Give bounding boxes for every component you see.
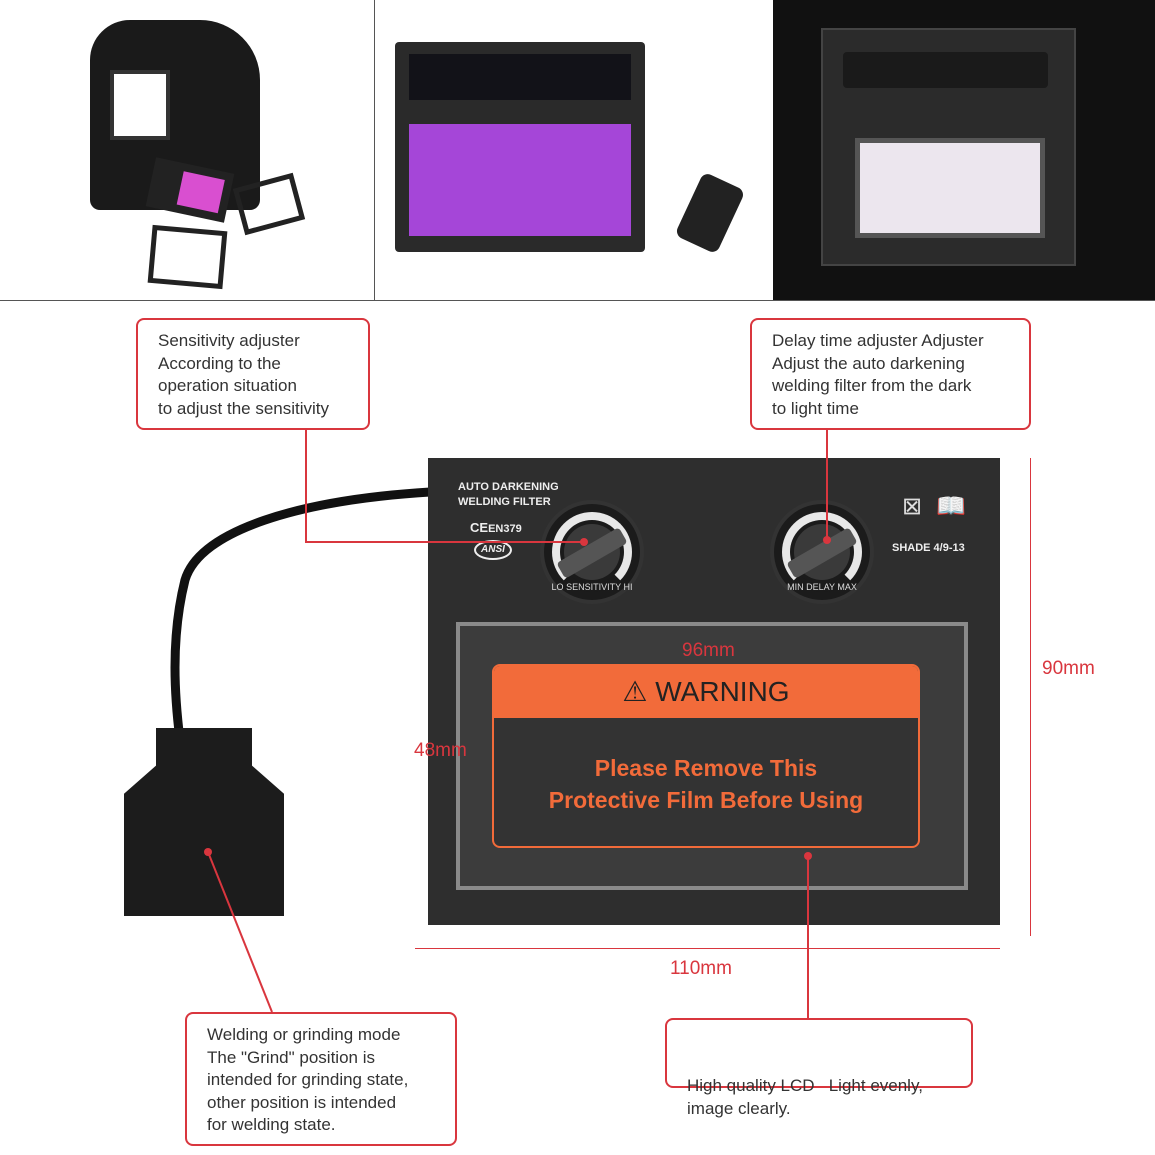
lcd-window: ⚠ WARNING Please Remove This Protective … [456,622,968,890]
knob-hi: HI [623,582,633,592]
divider [0,300,1155,301]
delay-knob[interactable]: MIN DELAY MAX [770,500,874,604]
filter-title-2: WELDING FILTER [458,496,551,508]
dim-line-height [1030,458,1031,936]
sensitivity-knob[interactable]: LO SENSITIVITY HI [540,500,644,604]
manual-icon: 📖 [936,493,966,520]
dim-body-width: 110mm [670,958,732,979]
knob-name: SENSITIVITY [566,582,621,592]
callout-line: other position is intended [207,1092,397,1112]
callout-line: Delay time adjuster Adjuster [772,331,984,350]
callout-lcd: High quality LCD Light evenly, image clea… [665,1018,973,1118]
callout-line: to adjust the sensitivity [158,398,330,418]
callout-line: to light time [772,398,859,418]
warning-title: WARNING [655,676,790,707]
dim-lens-height: 48mm [414,740,467,761]
knob-lo: LO [551,582,564,592]
photo-filter-installed [773,0,1155,300]
callout-line: The "Grind" position is [207,1047,375,1067]
callout-line: welding filter from the dark [772,376,972,395]
warning-icon: ⚠ [622,676,656,707]
warning-line-2: Protective Film Before Using [548,787,864,813]
photo-filter-front [375,0,773,300]
callout-line: image clearly. [687,1098,791,1118]
knob-name: DELAY [806,582,835,592]
warning-line-1: Please Remove This [594,755,818,781]
dim-line-width [415,948,1000,949]
shade-label: SHADE 4/9-13 [892,542,965,554]
callout-line: Sensitivity adjuster [158,331,300,350]
filter-body: AUTO DARKENING WELDING FILTER CEEN379 AN… [428,458,1000,925]
photo-helmet-kit [0,0,374,300]
callout-line: for welding state. [207,1115,336,1134]
callout-line: High quality LCD Light evenly, [687,1076,923,1095]
knob-min: MIN [787,582,804,592]
callout-line: Adjust the auto darkening [772,353,965,373]
callout-line: intended for grinding state, [207,1070,409,1089]
standard: EN379 [488,523,522,535]
callout-line: operation situation [158,376,297,395]
weee-icon: ⊠ [902,493,923,520]
divider [374,0,375,300]
ansi-logo: ANSI [474,540,512,560]
dim-body-height: 90mm [1042,658,1095,679]
callout-line: Welding or grinding mode [207,1025,401,1044]
filter-title-1: AUTO DARKENING [458,481,559,493]
warning-label: ⚠ WARNING Please Remove This Protective … [492,664,920,848]
knob-max: MAX [837,582,857,592]
dim-lens-width: 96mm [682,640,735,661]
ce-mark: CE [470,520,489,535]
callout-line: According to the [158,353,281,373]
